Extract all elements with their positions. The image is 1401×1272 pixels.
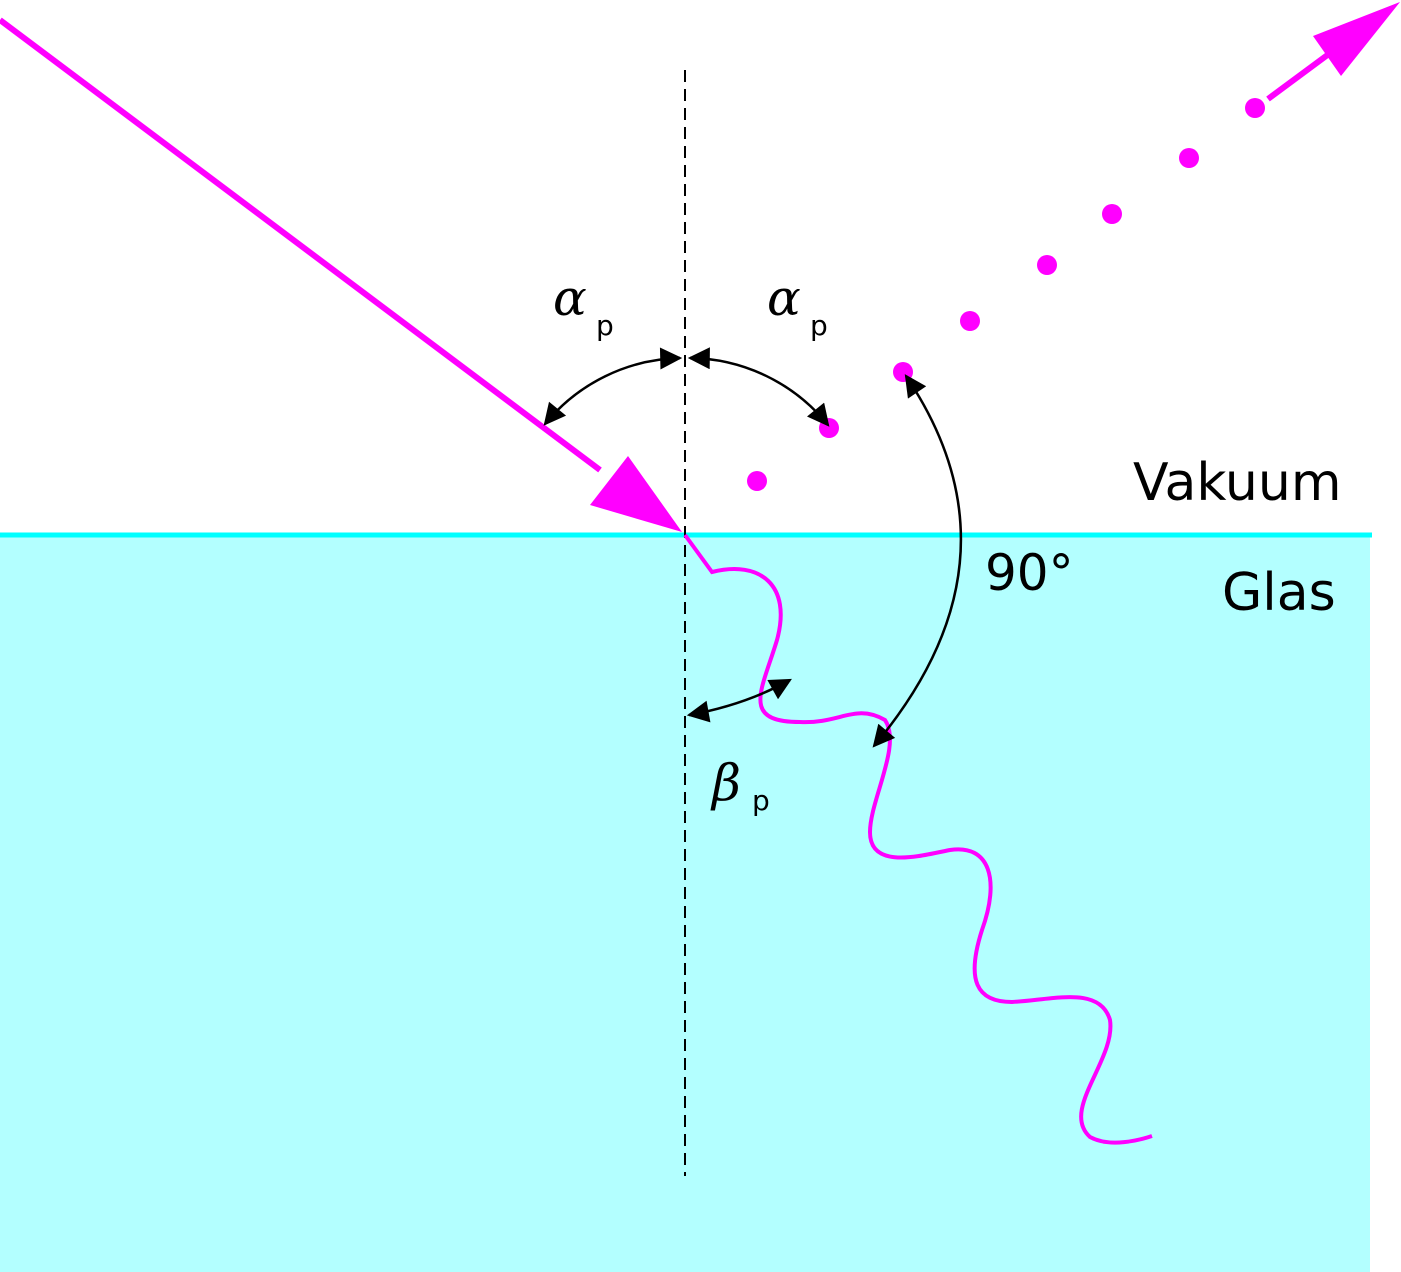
alpha-right-subscript: p xyxy=(810,309,828,342)
right-angle-arc xyxy=(872,374,963,748)
alpha-right-label: α xyxy=(767,269,801,327)
beta-arc xyxy=(686,678,792,723)
beta-subscript: p xyxy=(752,784,770,817)
vacuum-label: Vakuum xyxy=(1133,453,1341,513)
alpha-right-arc xyxy=(687,347,830,427)
incident-ray xyxy=(0,17,602,473)
beta-label: β xyxy=(710,754,741,812)
alpha-left-label: α xyxy=(553,269,587,327)
reflected-ray-dots xyxy=(747,98,1265,491)
glass-label: Glas xyxy=(1222,563,1336,623)
incident-arrowhead xyxy=(590,456,682,532)
alpha-left-arc xyxy=(543,347,683,426)
glass-region xyxy=(0,535,1370,1272)
alpha-left-subscript: p xyxy=(596,309,614,342)
reflected-arrowhead xyxy=(1313,2,1400,76)
right-angle-label: 90° xyxy=(985,544,1074,602)
